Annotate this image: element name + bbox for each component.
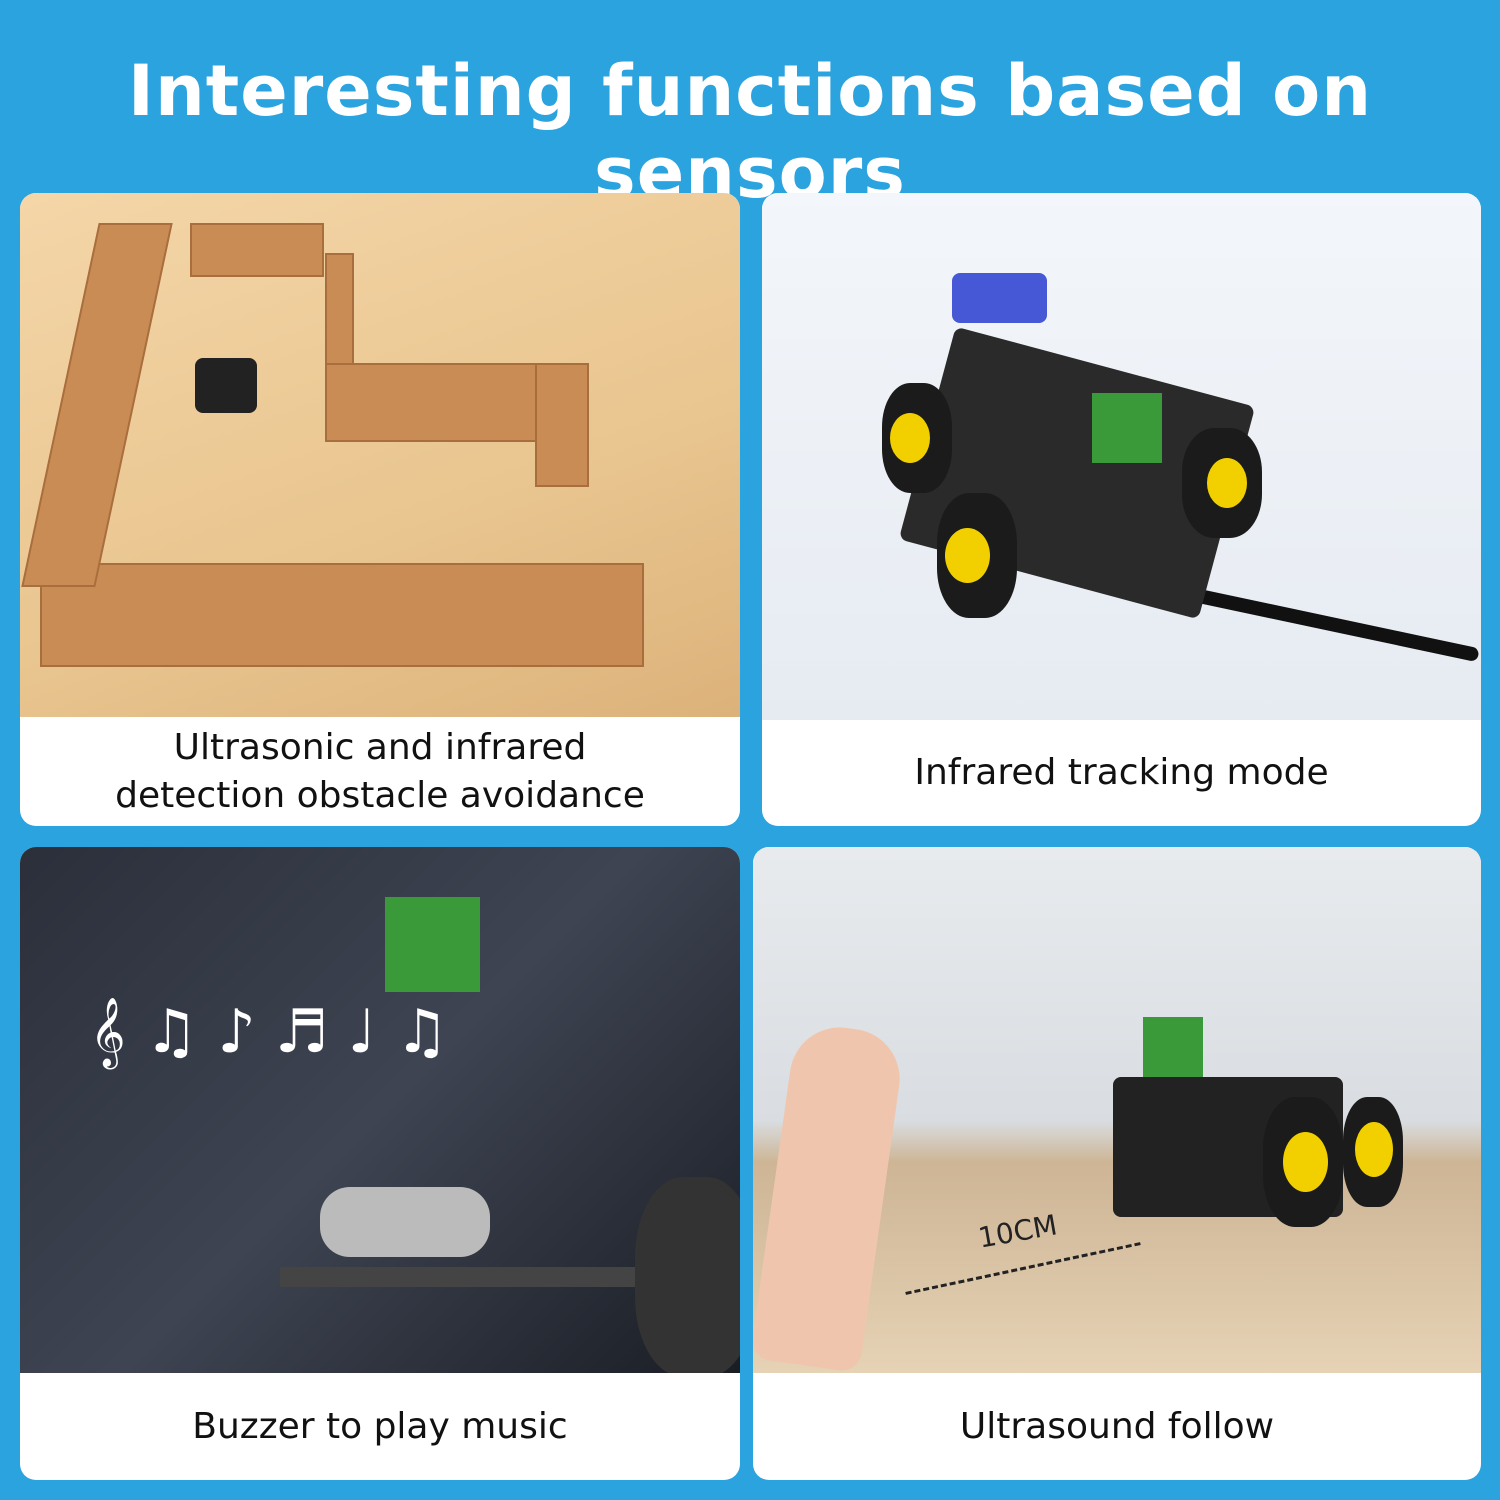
distance-arrow	[905, 1242, 1141, 1295]
ultrasonic-sensor	[320, 1187, 490, 1257]
caption: Ultrasonic and infrared detection obstac…	[20, 717, 740, 826]
tracking-photo	[762, 193, 1481, 720]
caption: Infrared tracking mode	[914, 752, 1329, 793]
cardboard-wall	[190, 223, 324, 277]
caption: Ultrasound follow	[959, 1405, 1275, 1447]
wheel	[1263, 1097, 1343, 1227]
distance-label: 10CM	[975, 1208, 1060, 1255]
wheel	[635, 1177, 740, 1373]
page-title: Interesting functions based on sensors	[127, 50, 1373, 214]
caption-line: detection obstacle avoidance	[115, 774, 645, 816]
panel-buzzer-music: 𝄞 ♫ ♪ ♬ ♩ ♫ Buzzer to play music	[20, 847, 740, 1480]
camera-board	[1143, 1017, 1203, 1077]
car-deck	[280, 1267, 740, 1287]
maze-photo	[20, 193, 740, 717]
panel-obstacle-avoidance: Ultrasonic and infrared detection obstac…	[20, 193, 740, 826]
robot-car	[195, 358, 257, 413]
music-notes-icon: 𝄞 ♫ ♪ ♬ ♩ ♫	[90, 997, 449, 1067]
panel-infrared-tracking: Infrared tracking mode	[762, 193, 1481, 826]
camera-board	[1092, 393, 1162, 463]
cardboard-wall	[325, 253, 354, 367]
panel-ultrasound-follow: 10CM Ultrasound follow	[753, 847, 1481, 1480]
wheel	[882, 383, 952, 493]
cardboard-wall	[40, 563, 644, 667]
caption-line: Ultrasonic and infrared	[173, 726, 587, 768]
wheel	[1182, 428, 1262, 538]
follow-photo: 10CM	[753, 847, 1481, 1373]
wheel	[1343, 1097, 1403, 1207]
caption: Buzzer to play music	[192, 1405, 568, 1447]
camera-board	[385, 897, 480, 992]
hand	[753, 1020, 907, 1373]
cardboard-wall	[325, 363, 539, 442]
cardboard-wall	[535, 363, 589, 487]
cardboard-wall	[21, 223, 173, 587]
battery-pack	[952, 273, 1047, 323]
wheel	[937, 493, 1017, 618]
music-photo: 𝄞 ♫ ♪ ♬ ♩ ♫	[20, 847, 740, 1373]
